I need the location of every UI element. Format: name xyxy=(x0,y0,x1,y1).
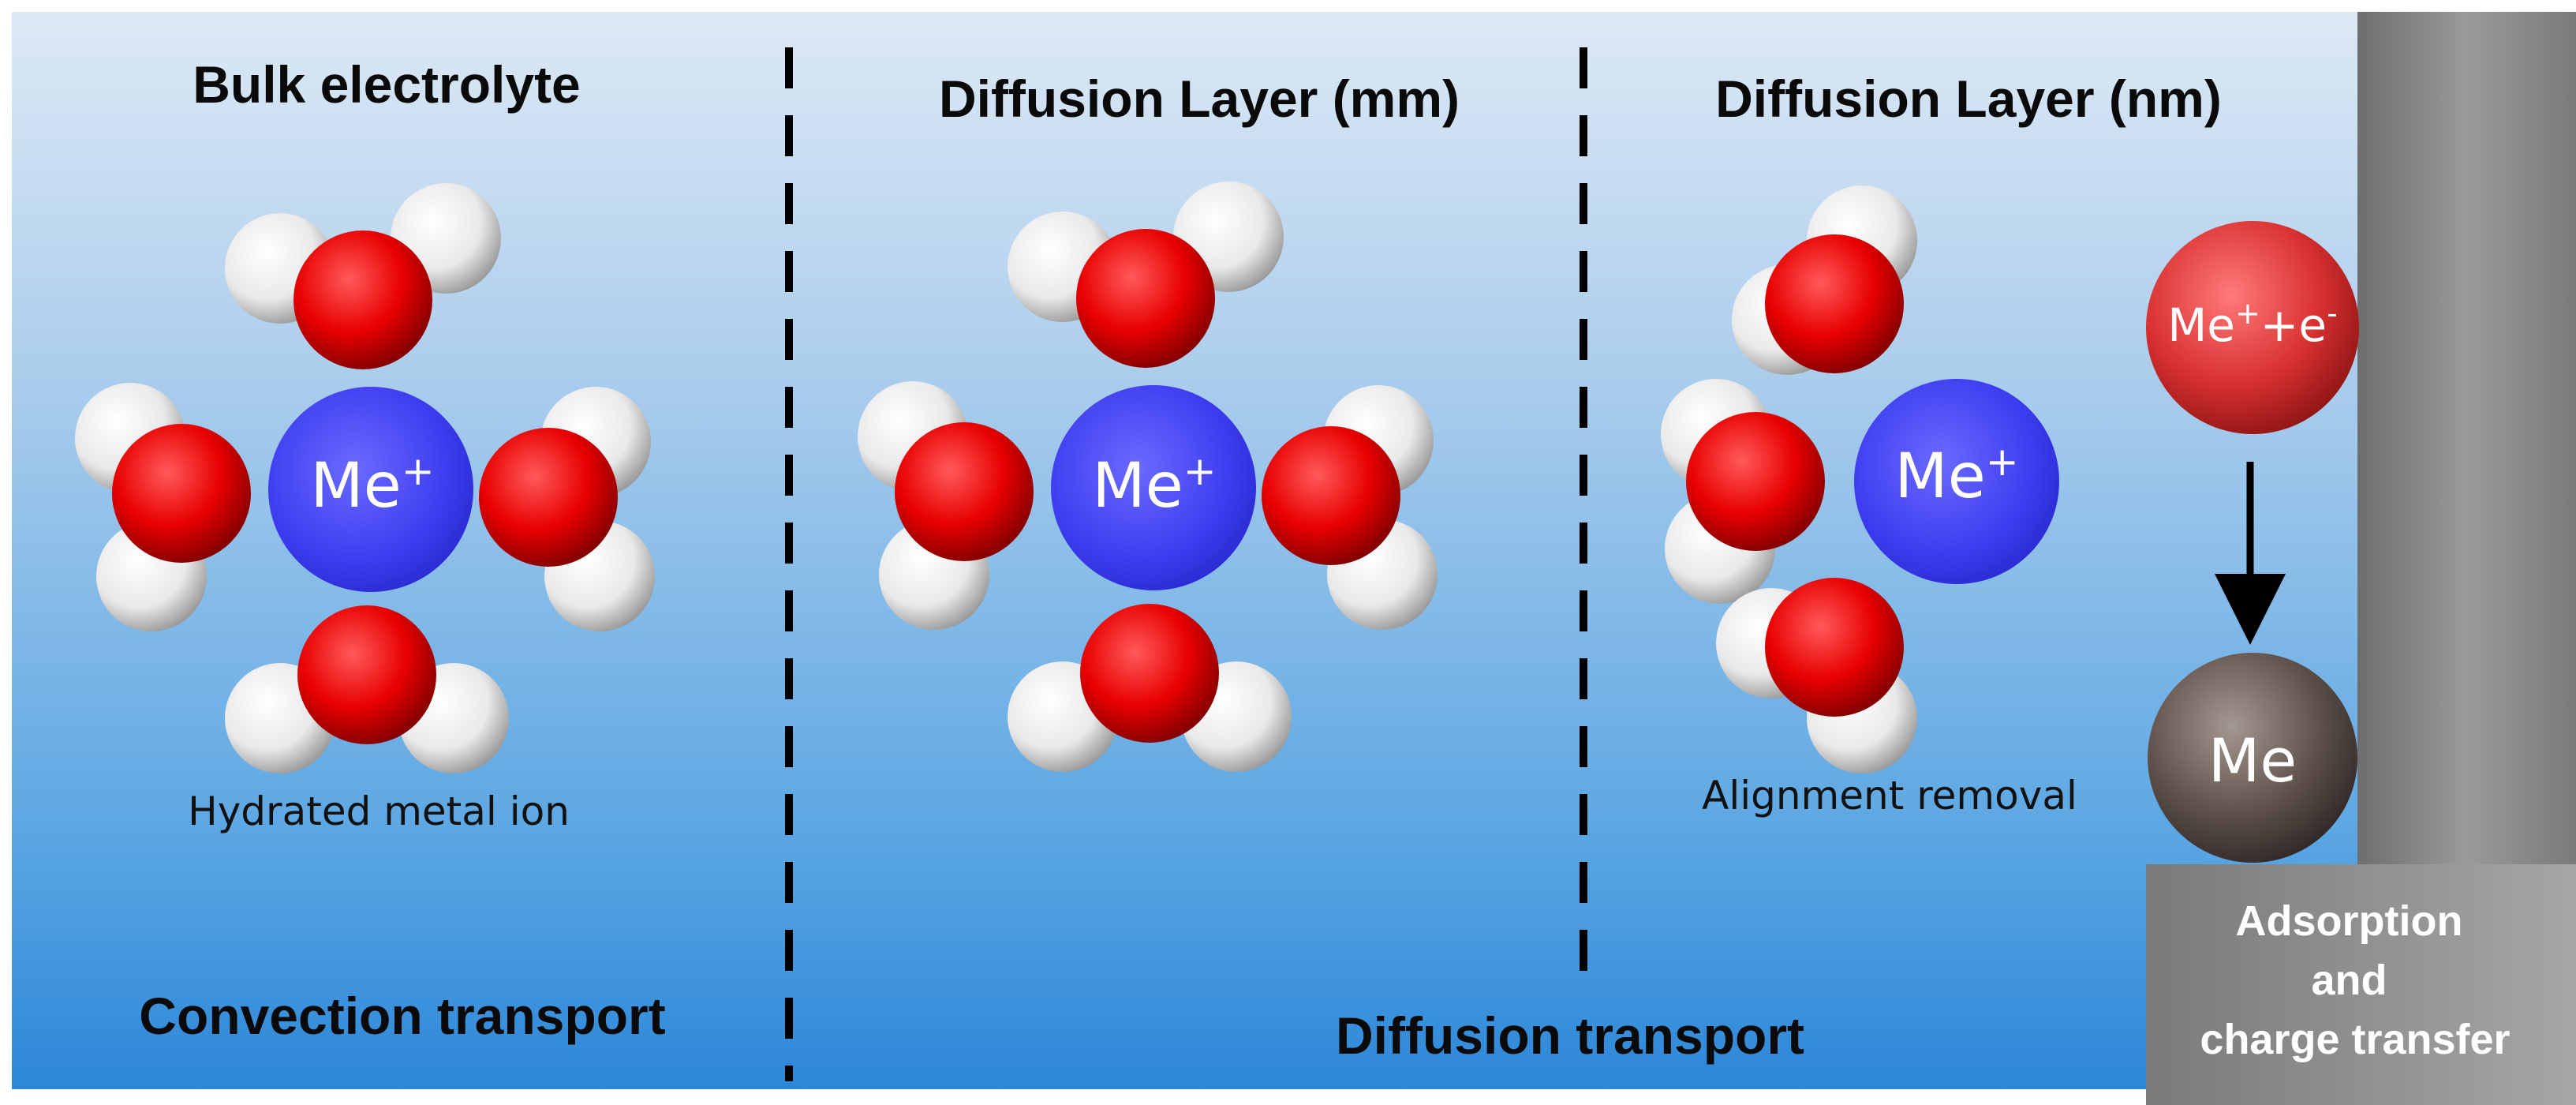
metal-ion-sphere xyxy=(268,387,473,592)
water-molecule-icon xyxy=(225,605,509,774)
water-molecule-icon xyxy=(1716,578,1917,774)
reactant-sphere xyxy=(2146,221,2359,434)
oxygen-atom xyxy=(112,424,251,563)
oxygen-atom xyxy=(1765,234,1904,373)
oxygen-atom xyxy=(293,230,432,369)
reactant-label: Me++e- xyxy=(2167,296,2338,352)
oxygen-atom xyxy=(1080,604,1219,743)
alignment-removal-caption: Alignment removal xyxy=(1702,773,2077,818)
water-molecule-icon xyxy=(1008,182,1284,368)
bulk-title: Bulk electrolyte xyxy=(193,55,581,114)
water-molecule-icon xyxy=(75,383,251,631)
water-molecule-icon xyxy=(479,387,655,631)
metal-ion-sphere xyxy=(1051,385,1256,590)
hydrated-ion-diffusion-nm xyxy=(1661,185,2059,774)
water-molecule-icon xyxy=(1732,185,1917,375)
water-molecule-icon xyxy=(225,183,501,369)
diffusion-mm-title: Diffusion Layer (mm) xyxy=(939,69,1460,128)
diffusion-nm-title: Diffusion Layer (nm) xyxy=(1715,69,2222,128)
water-molecule-icon xyxy=(1661,379,1825,604)
diffusion-transport-label: Diffusion transport xyxy=(1336,1006,1804,1065)
oxygen-atom xyxy=(895,422,1034,561)
electrode-step xyxy=(2146,864,2576,1105)
ion-label-nm: Me+ xyxy=(1894,439,2018,512)
hydrated-metal-ion-caption: Hydrated metal ion xyxy=(188,788,570,834)
hydrated-ion-diffusion-mm xyxy=(858,182,1438,772)
oxygen-atom xyxy=(1765,578,1904,717)
water-molecule-icon xyxy=(1008,604,1292,772)
oxygen-atom xyxy=(1686,412,1825,551)
oxygen-atom xyxy=(1076,229,1215,368)
adsorption-label: Adsorption and charge transfer xyxy=(2200,897,2510,1063)
metal-ion-sphere xyxy=(1854,379,2059,584)
water-molecule-icon xyxy=(858,381,1034,630)
hydrated-ion-bulk xyxy=(75,183,655,774)
oxygen-atom xyxy=(1262,426,1400,565)
convection-transport-label: Convection transport xyxy=(139,987,665,1045)
ion-label-mm: Me+ xyxy=(1092,448,1216,522)
product-label: Me xyxy=(2208,725,2297,796)
product-sphere xyxy=(2148,653,2357,863)
oxygen-atom xyxy=(479,428,618,567)
water-molecule-icon xyxy=(1262,385,1438,630)
ion-label-bulk: Me+ xyxy=(310,448,434,522)
oxygen-atom xyxy=(297,605,436,744)
